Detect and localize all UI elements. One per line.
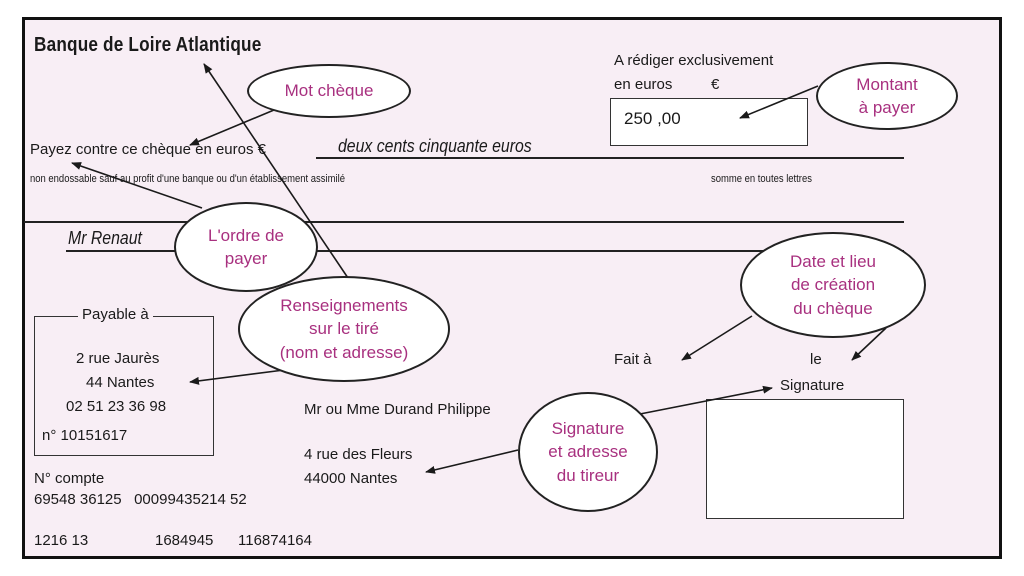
le-label: le: [810, 351, 822, 368]
micr-code-2: 1684945: [155, 532, 214, 549]
arrow-date-lieu-a: [681, 315, 753, 361]
arrow-renseignements-bank: [203, 63, 349, 279]
pay-line-label: Payez contre ce chèque en euros €: [30, 141, 266, 158]
bank-name: Banque de Loire Atlantique: [34, 34, 262, 56]
arrow-signature: [639, 385, 773, 415]
arrow-ordre: [71, 162, 203, 209]
bank-address-line2: 44 Nantes: [86, 374, 155, 391]
arrow-montant: [739, 85, 819, 119]
arrow-drawer-address: [425, 449, 519, 474]
bank-address-line1: 2 rue Jaurès: [76, 350, 160, 367]
signature-label: Signature: [780, 377, 845, 394]
euro-symbol: €: [711, 76, 720, 93]
callout-mot-cheque: Mot chèque: [247, 64, 411, 118]
callout-signature-tireur: Signature et adresse du tireur: [518, 392, 658, 512]
arrow-date-lieu-b: [851, 327, 887, 361]
callout-renseignements-tire: Renseignements sur le tiré (nom et adres…: [238, 276, 450, 382]
signature-box: [706, 399, 904, 519]
drawer-address-line2: 44000 Nantes: [304, 470, 398, 487]
amount-box: 250 ,00: [610, 98, 808, 146]
payee-line: [66, 250, 904, 252]
drawer-name: Mr ou Mme Durand Philippe: [304, 401, 491, 418]
amount-value: 250 ,00: [624, 109, 681, 128]
fait-a-label: Fait à: [614, 351, 652, 368]
bank-phone: 02 51 23 36 98: [66, 398, 167, 415]
callout-date-lieu: Date et lieu de création du chèque: [740, 232, 926, 338]
words-caption: somme en toutes lettres: [711, 173, 812, 185]
bank-number: n° 10151617: [42, 427, 128, 444]
micr-code-1: 1216 13: [34, 532, 89, 549]
arrow-renseignements-address: [189, 369, 285, 385]
amount-words-line: [316, 157, 904, 159]
euro-notice-line2: en euros: [614, 76, 673, 93]
arrow-mot-cheque: [189, 109, 275, 146]
account-number: 69548 36125 00099435214 52: [34, 491, 247, 508]
payable-caption: Payable à: [78, 306, 153, 323]
separator-line: [24, 221, 904, 223]
euro-notice-line1: A rédiger exclusivement: [614, 52, 774, 69]
amount-in-words: deux cents cinquante euros: [338, 136, 532, 156]
callout-ordre-de-payer: L'ordre de payer: [174, 202, 318, 292]
account-label: N° compte: [34, 470, 105, 487]
payee-name: Mr Renaut: [68, 228, 142, 248]
callout-montant: Montant à payer: [816, 62, 958, 130]
micr-code-3: 116874164: [238, 532, 312, 549]
drawer-address-line1: 4 rue des Fleurs: [304, 446, 413, 463]
